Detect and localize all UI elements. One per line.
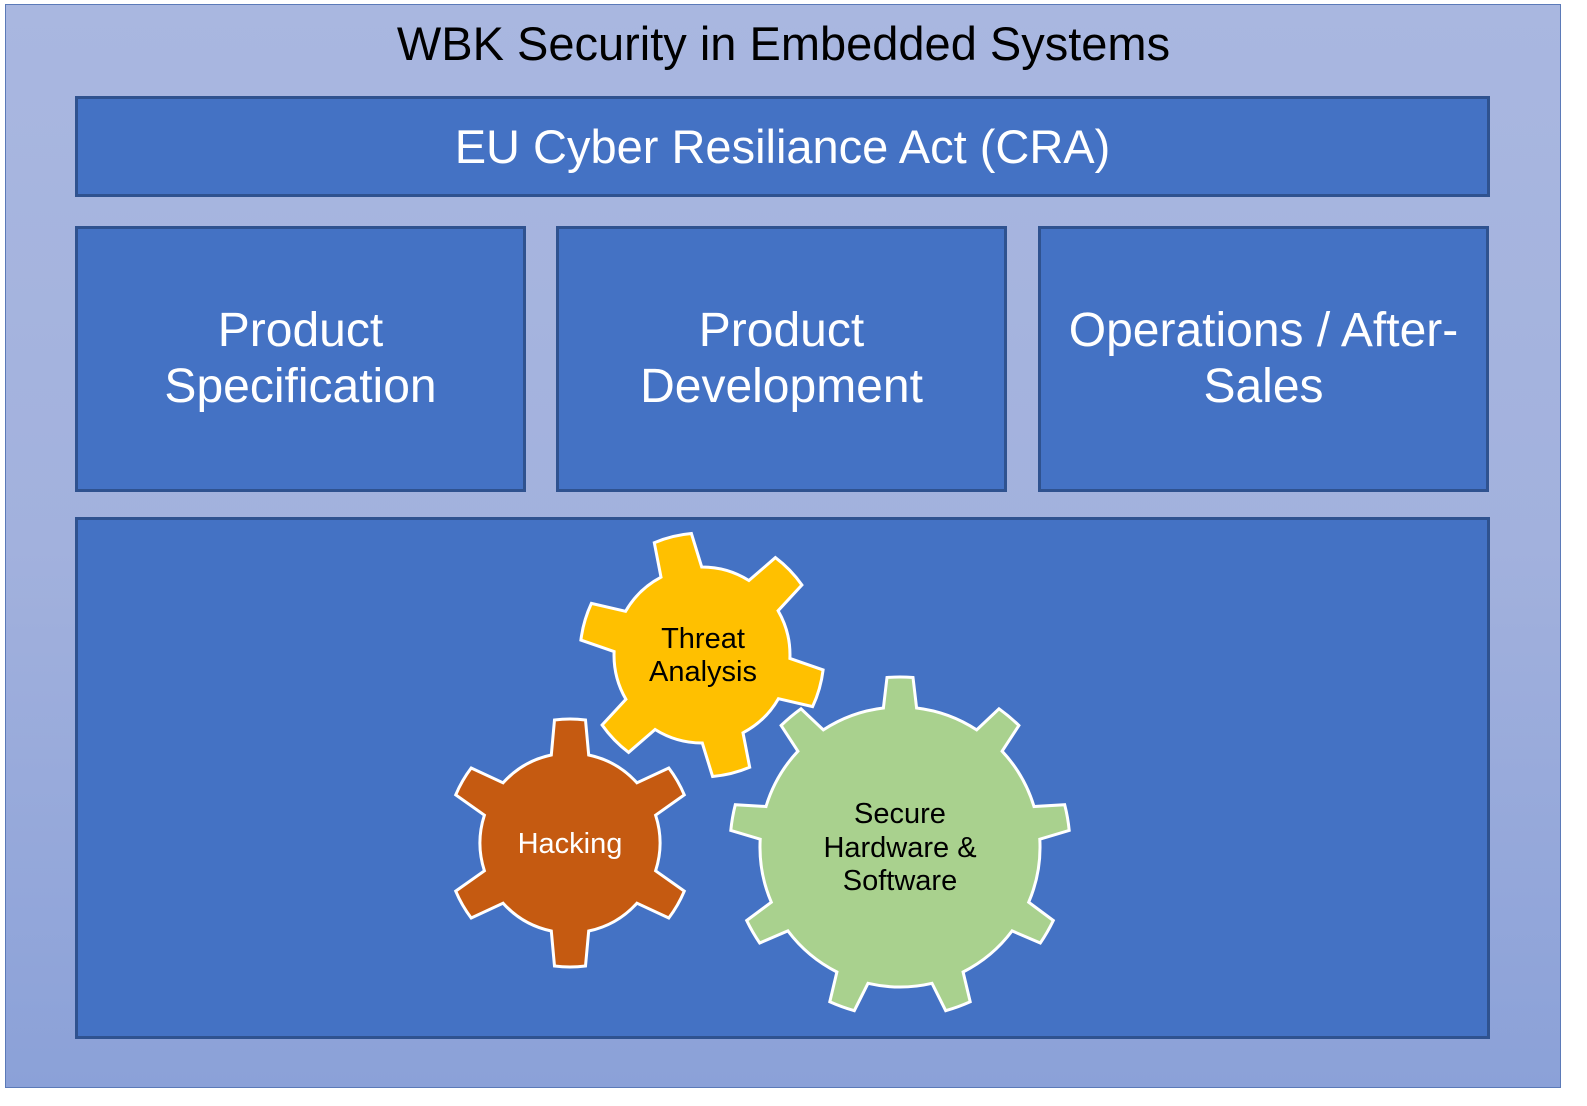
cra-banner: EU Cyber Resiliance Act (CRA) xyxy=(75,96,1490,197)
gear-hacking: Hacking xyxy=(453,717,687,969)
phase-label-line: Specification xyxy=(164,360,437,413)
phase-operations-after-sales: Operations / After- Sales xyxy=(1038,226,1489,492)
gear-icon xyxy=(729,675,1071,1013)
gear-threat-analysis: Threat Analysis xyxy=(579,531,825,779)
phase-label-line: Sales xyxy=(1203,360,1324,413)
phase-product-specification: Product Specification xyxy=(75,226,526,492)
gear-label-line: Hacking xyxy=(518,828,623,860)
phase-label-line: Product xyxy=(698,304,865,357)
diagram-title: WBK Security in Embedded Systems xyxy=(396,17,1171,70)
gear-label-line: Secure xyxy=(854,798,946,830)
gear-label-line: Software xyxy=(843,865,957,897)
gear-icon xyxy=(579,531,825,779)
phase-label-line: Development xyxy=(640,360,923,413)
phase-product-development: Product Development xyxy=(556,226,1007,492)
gear-label-line: Threat xyxy=(661,623,745,655)
gear-secure-hardware-software: Secure Hardware & Software xyxy=(729,675,1071,1013)
gear-label-line: Analysis xyxy=(649,656,757,688)
phase-label-line: Operations / After- xyxy=(1068,304,1459,357)
cra-label: EU Cyber Resiliance Act (CRA) xyxy=(454,120,1111,173)
gear-label-line: Hardware & xyxy=(823,832,976,864)
gear-icon xyxy=(453,717,687,969)
phase-label-line: Product xyxy=(217,304,384,357)
